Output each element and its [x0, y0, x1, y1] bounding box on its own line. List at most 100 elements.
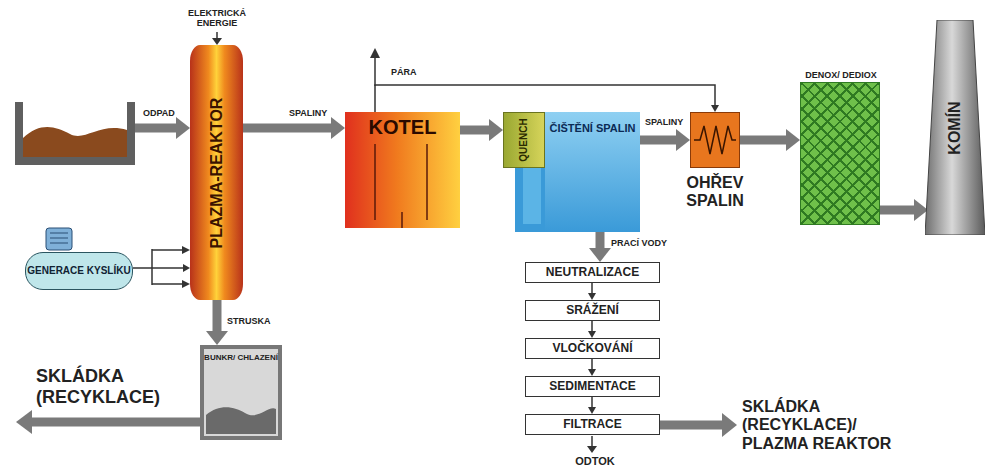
node-text: SRÁŽENÍ: [566, 304, 619, 318]
flow-arrow: [375, 85, 719, 112]
arrow-head: [183, 264, 190, 272]
arrow-head: [588, 407, 596, 414]
flow-arrow: [243, 117, 345, 139]
arrow-line: [135, 124, 178, 133]
landfill-arrow: [660, 421, 723, 430]
arrow-head: [587, 446, 597, 453]
shape-part: [206, 407, 276, 434]
outflow-arrow: [591, 436, 593, 447]
edge-label: SPALINY: [288, 108, 328, 118]
flow-arrow: [740, 129, 800, 151]
process-box: NEUTRALIZACE: [525, 262, 660, 283]
node-text: DENOX/ DEDIOX: [791, 70, 891, 80]
flow-arrow: [460, 119, 503, 141]
flow-arrow: [588, 283, 596, 300]
arrow-line: [133, 267, 184, 269]
energy-label: ELEKTRICKÁ ENERGIE: [183, 8, 251, 29]
shape-part: [15, 102, 135, 165]
process-box: SEDIMENTACE: [525, 376, 660, 397]
edge-label: ODPAD: [142, 108, 176, 118]
arrow-head: [182, 246, 190, 254]
oxygen-generator: GENERACE KYSLÍKU: [25, 252, 133, 290]
plasma-reactor: PLAZMA-REAKTOR: [190, 45, 243, 300]
shape-part: [23, 127, 127, 157]
landfill-arrow: [31, 418, 200, 427]
arrow-line: [460, 126, 491, 135]
shape-part: [401, 212, 403, 228]
node-text: GENERACE KYSLÍKU: [27, 265, 130, 277]
arrow-head: [676, 129, 690, 151]
arrow-head: [370, 48, 380, 58]
arrow-line: [591, 359, 593, 370]
landfill-label: SKLÁDKA (RECYKLACE)/ PLAZMA REAKTOR: [742, 398, 907, 453]
arrow-head: [182, 280, 190, 288]
denox-dediox: DENOX/ DEDIOX: [800, 82, 880, 225]
flow-arrow: [588, 359, 596, 376]
node-text: PLAZMA-REAKTOR: [207, 97, 225, 248]
node-text: BUNKR: [27, 106, 74, 121]
arrow-head: [722, 413, 737, 437]
cylinder-ring: [50, 243, 68, 244]
oxygen-branch: [152, 249, 183, 251]
node-text: KOMÍN: [946, 101, 964, 154]
flow-arrow: [588, 321, 596, 338]
oxygen-manifold: [151, 249, 153, 285]
arrow-line: [243, 124, 333, 133]
flue-gas-heater: OHŘEV SPALIN: [690, 112, 740, 168]
shape-part: [694, 126, 736, 154]
outflow-label: ODTOK: [575, 455, 615, 468]
arrow-head: [711, 105, 719, 112]
arrow-head: [331, 117, 345, 139]
arrow-line: [591, 321, 593, 332]
oxygen-branch: [152, 283, 183, 285]
process-box: FILTRACE: [525, 414, 660, 435]
oxygen-cylinder: [46, 228, 72, 250]
arrow-head: [176, 117, 190, 139]
node-text: ČIŠTĚNÍ SPALIN: [550, 122, 636, 135]
arrow-line: [213, 300, 222, 333]
arrow-head: [786, 129, 800, 151]
arrow-head: [489, 119, 503, 141]
process-box: SRÁŽENÍ: [525, 300, 660, 321]
shape-part: [925, 20, 985, 235]
arrow-line: [375, 85, 715, 112]
arrow-line: [591, 397, 593, 408]
cooling-bunker: BUNKR/ CHLAZENÍ: [200, 345, 282, 440]
flow-arrow: [640, 129, 690, 151]
arrow-line: [640, 136, 678, 145]
node-text: NEUTRALIZACE: [546, 266, 639, 280]
arrow-head: [16, 410, 32, 434]
shape-part: [202, 347, 280, 438]
cleaning-channel: [515, 166, 549, 232]
energy-arrow: [216, 32, 218, 39]
boiler: KOTEL: [345, 112, 460, 228]
arrow-head: [206, 331, 228, 345]
quench: QUENCH: [503, 112, 545, 168]
node-text: SEDIMENTACE: [549, 380, 635, 394]
chimney: KOMÍN: [925, 20, 985, 235]
flow-arrow: [588, 397, 596, 414]
arrow-line: [740, 136, 788, 145]
landfill-label: SKLÁDKA (RECYKLACE): [36, 366, 186, 407]
node-text: KOTEL: [369, 116, 437, 139]
cylinder-ring: [50, 238, 68, 239]
edge-label: SPALINY: [644, 117, 684, 127]
arrow-head: [588, 369, 596, 376]
edge-label: PRACÍ VODY: [610, 238, 668, 248]
cleaning-channel-inner: [523, 166, 541, 224]
shape-part: [426, 144, 428, 220]
flow-arrow: [589, 232, 611, 262]
cylinder-ring: [50, 233, 68, 234]
flow-arrow: [206, 300, 228, 345]
shape-part: [690, 112, 740, 168]
flow-arrow: [133, 264, 190, 272]
shape-part: [690, 112, 740, 168]
flue-gas-cleaning: ČIŠTĚNÍ SPALIN: [545, 112, 640, 232]
bunker: BUNKR: [15, 102, 135, 165]
node-text: VLOČKOVÁNÍ: [552, 342, 632, 356]
shape-part: [374, 144, 376, 220]
arrow-line: [591, 283, 593, 294]
arrow-line: [596, 232, 605, 250]
process-box: VLOČKOVÁNÍ: [525, 338, 660, 359]
